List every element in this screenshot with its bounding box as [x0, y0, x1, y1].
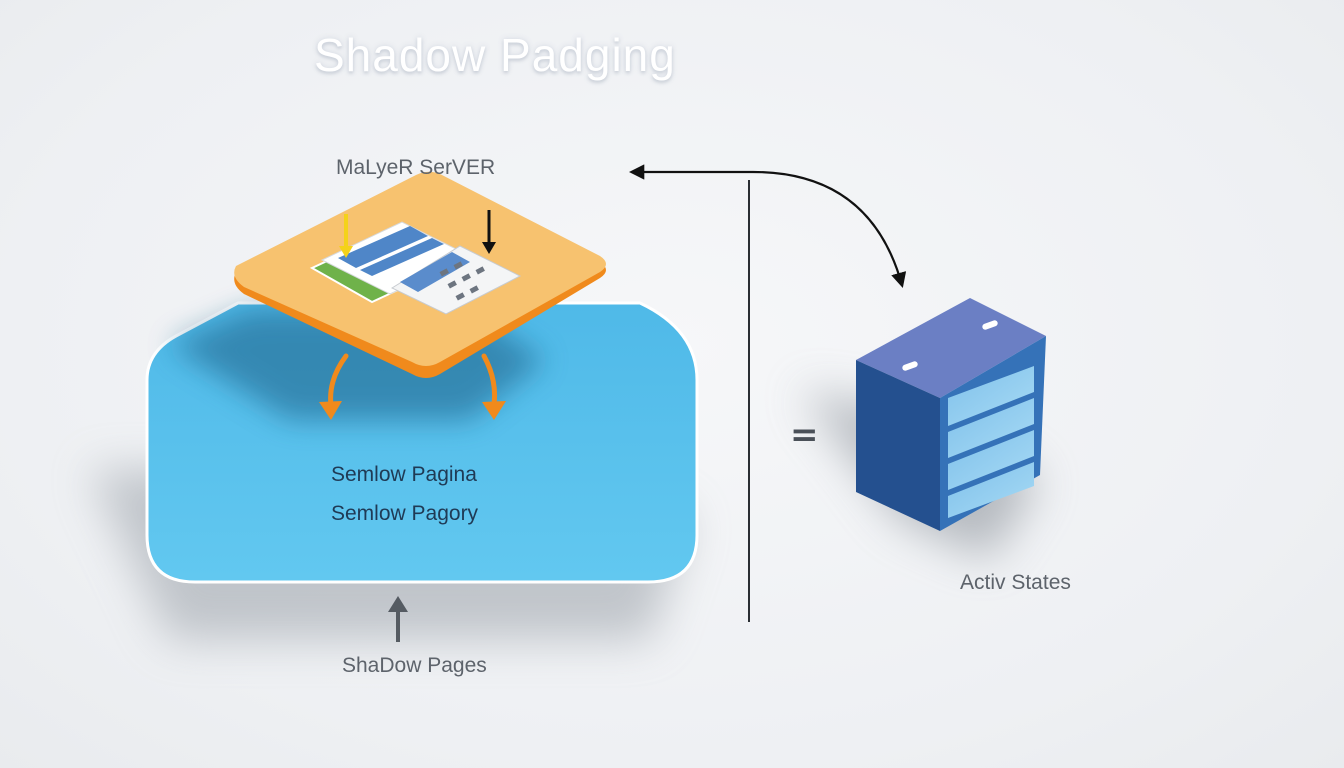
yellow-down-arrow-icon: [339, 214, 353, 258]
active-states-cabinet: [800, 298, 1046, 560]
orange-curved-arrow-left-icon: [319, 353, 349, 420]
shadow-region-label-2: Semlow Pagory: [331, 502, 479, 525]
connector-arrow: [628, 164, 907, 288]
black-down-arrow-icon: [482, 210, 496, 254]
shadow-pages-label: ShaDow Pages: [342, 654, 487, 677]
equals-sign: =: [790, 415, 819, 455]
up-arrow-icon: [388, 596, 408, 642]
page-title: Shadow Padging: [314, 29, 676, 81]
shadow-region-label-1: Semlow Pagina: [331, 463, 477, 486]
master-server-label: MaLyeR SerVER: [336, 156, 496, 179]
page-documents-icon: [309, 221, 522, 315]
orange-curved-arrow-right-icon: [481, 353, 506, 420]
active-states-label: Activ States: [960, 571, 1071, 594]
